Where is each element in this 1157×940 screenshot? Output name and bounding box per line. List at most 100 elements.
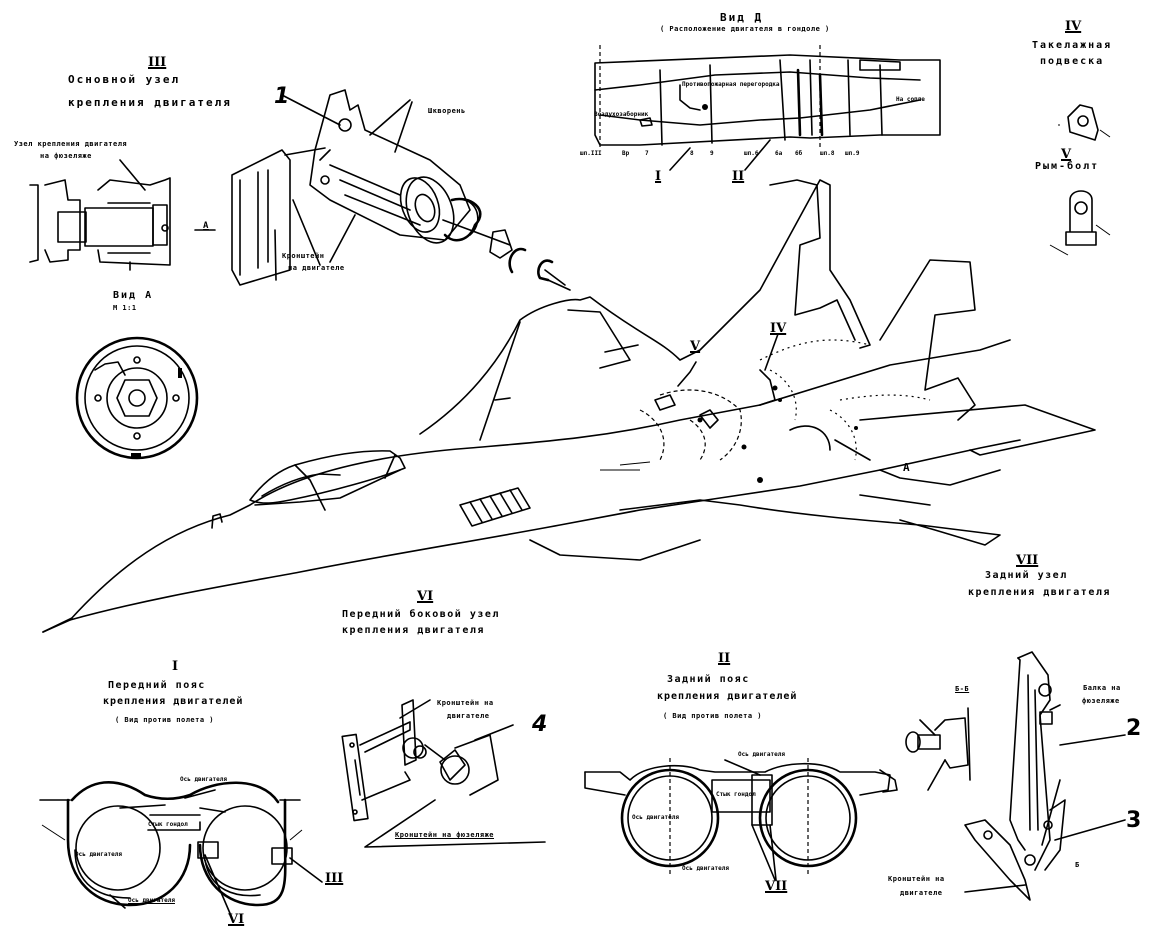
rear-mount-b-marker: Б xyxy=(1075,861,1080,869)
left-wing-flap xyxy=(567,309,639,369)
left-wing-tip xyxy=(479,321,521,441)
main-mount-title-1: Основной узел xyxy=(68,73,181,86)
rear-belt-title-1: Задний пояс xyxy=(667,674,750,685)
aircraft-marker-V: V xyxy=(690,339,701,354)
rear-belt-title-2: крепления двигателей xyxy=(657,691,798,702)
frame-label: 7 xyxy=(645,150,649,157)
frame-label: шп.8 xyxy=(820,150,835,157)
front-belt-top-label: Ось двигателя xyxy=(180,776,227,783)
aircraft-marker-A: A xyxy=(903,461,912,474)
rear-belt-top-label: Ось двигателя xyxy=(738,751,785,758)
view-a-scale: М 1:1 xyxy=(113,304,137,312)
view-a-title: Вид A xyxy=(113,290,154,301)
nose-antenna xyxy=(211,513,223,529)
beam-label-1: Балка на xyxy=(1083,684,1121,692)
beam-label-2: фюзеляже xyxy=(1082,697,1120,705)
rigging-parts-drawing xyxy=(1049,104,1111,256)
vii-engine-bracket-label-2: двигателе xyxy=(900,889,943,897)
main-mount-drawing xyxy=(29,89,571,460)
front-belt-pointer-VI: VI xyxy=(228,912,245,927)
callout-1: 1 xyxy=(274,84,291,109)
section-bb-label: Б-Б xyxy=(955,685,970,693)
view-d-pointer-I: I xyxy=(655,169,662,184)
eye-bolt xyxy=(1065,190,1097,246)
frame-label: шп.9 xyxy=(845,150,860,157)
front-side-mount-title-1: Передний боковой узел xyxy=(342,609,500,620)
section-arrow-a: A xyxy=(203,221,209,231)
engine-bracket-label-1: Кронштейн xyxy=(282,252,325,260)
eye-bolt-roman: V xyxy=(1061,147,1072,162)
rear-belt-gap-label: Стык гондол xyxy=(716,791,756,798)
lower-wing xyxy=(529,539,701,561)
left-wing xyxy=(419,179,871,435)
rear-belt-pointer-VII: VII xyxy=(765,879,788,894)
view-d-drawing xyxy=(594,45,941,171)
nozzle-label: На сопле xyxy=(896,96,925,103)
rear-belt-bottom-label: Ось двигателя xyxy=(682,865,729,872)
frame-label: шп.6 xyxy=(744,150,759,157)
rear-mount-title-2: крепления двигателя xyxy=(968,587,1111,598)
rigging-title-2: подвеска xyxy=(1040,56,1105,67)
inlet-label: Воздухозаборник xyxy=(594,111,649,118)
view-d-subtitle: ( Расположение двигателя в гондоле ) xyxy=(660,25,830,33)
rear-mount-drawing xyxy=(879,651,1126,901)
front-side-mount-title-2: крепления двигателя xyxy=(342,625,485,636)
front-belt-title-3: ( Вид против полета ) xyxy=(115,716,215,724)
aircraft-drawing xyxy=(42,179,1096,633)
rear-belt-roman: II xyxy=(718,651,731,666)
front-belt-bottom-label: Ось двигателя xyxy=(128,897,175,904)
view-d-title: Вид Д xyxy=(720,11,764,24)
rear-mount-roman: VII xyxy=(1016,553,1039,568)
intake-louvers xyxy=(459,487,531,527)
callout-3: 3 xyxy=(1126,808,1143,833)
canopy-frame xyxy=(249,450,406,504)
callout-4: 4 xyxy=(532,712,549,737)
rear-belt-axis-label: Ось двигателя xyxy=(632,814,679,821)
rear-belt-drawing xyxy=(584,758,891,881)
main-mount-title-2: крепления двигателя xyxy=(68,96,232,109)
frame-label: 9 xyxy=(710,150,714,157)
rear-belt-title-3: ( Вид против полета ) xyxy=(663,712,763,720)
aircraft-marker-IV: IV xyxy=(770,321,787,336)
front-side-mount-drawing xyxy=(341,699,546,848)
rigging-title-1: Такелажная xyxy=(1032,40,1113,51)
frame-label: шп.III xyxy=(580,150,602,157)
vii-engine-bracket-label-1: Кронштейн на xyxy=(888,875,945,883)
engine-nacelles xyxy=(600,339,931,483)
vi-engine-bracket-label-1: Кронштейн на xyxy=(437,699,494,707)
fire-wall-label: Противопожарная перегородка xyxy=(682,81,780,88)
front-belt-pointer-III: III xyxy=(325,871,344,886)
pitot-tube xyxy=(42,617,73,633)
fuselage-node-label-1: Узел крепления двигателя xyxy=(14,140,128,148)
left-fin xyxy=(769,179,856,341)
view-d-pointer-II: II xyxy=(732,169,745,184)
rigging-lug xyxy=(1067,104,1099,141)
front-belt-drawing xyxy=(39,781,323,919)
callout-2: 2 xyxy=(1126,716,1143,741)
main-mount-roman: III xyxy=(148,55,167,70)
bushing-label: Шкворень xyxy=(428,107,466,115)
leader-A xyxy=(834,439,871,461)
vi-fuselage-bracket-label: Кронштейн на фюзеляже xyxy=(395,831,495,839)
right-stabilizer xyxy=(859,404,1096,456)
canopy-base xyxy=(254,469,401,506)
leader-V xyxy=(677,361,697,387)
rear-mount-title-1: Задний узел xyxy=(985,570,1068,581)
front-belt-title-2: крепления двигателей xyxy=(103,696,244,707)
right-fin xyxy=(879,259,976,421)
right-wing xyxy=(619,499,1001,546)
frame-label: 6б xyxy=(795,150,803,157)
frame-label: 8 xyxy=(690,150,694,157)
front-belt-gap-label: Стык гондол xyxy=(148,821,188,828)
leader-IV xyxy=(764,333,779,371)
frame-label: Вр xyxy=(622,150,630,157)
front-belt-title-1: Передний пояс xyxy=(108,680,206,691)
front-belt-roman: I xyxy=(172,659,179,674)
fuselage-lower-line xyxy=(42,439,1021,633)
rigging-roman: IV xyxy=(1065,19,1082,34)
vi-engine-bracket-label-2: двигателе xyxy=(447,712,490,720)
eye-bolt-title: Рым-болт xyxy=(1035,161,1100,172)
fuselage-upper-line xyxy=(69,404,761,621)
rear-fuselage-lines xyxy=(759,339,1011,506)
